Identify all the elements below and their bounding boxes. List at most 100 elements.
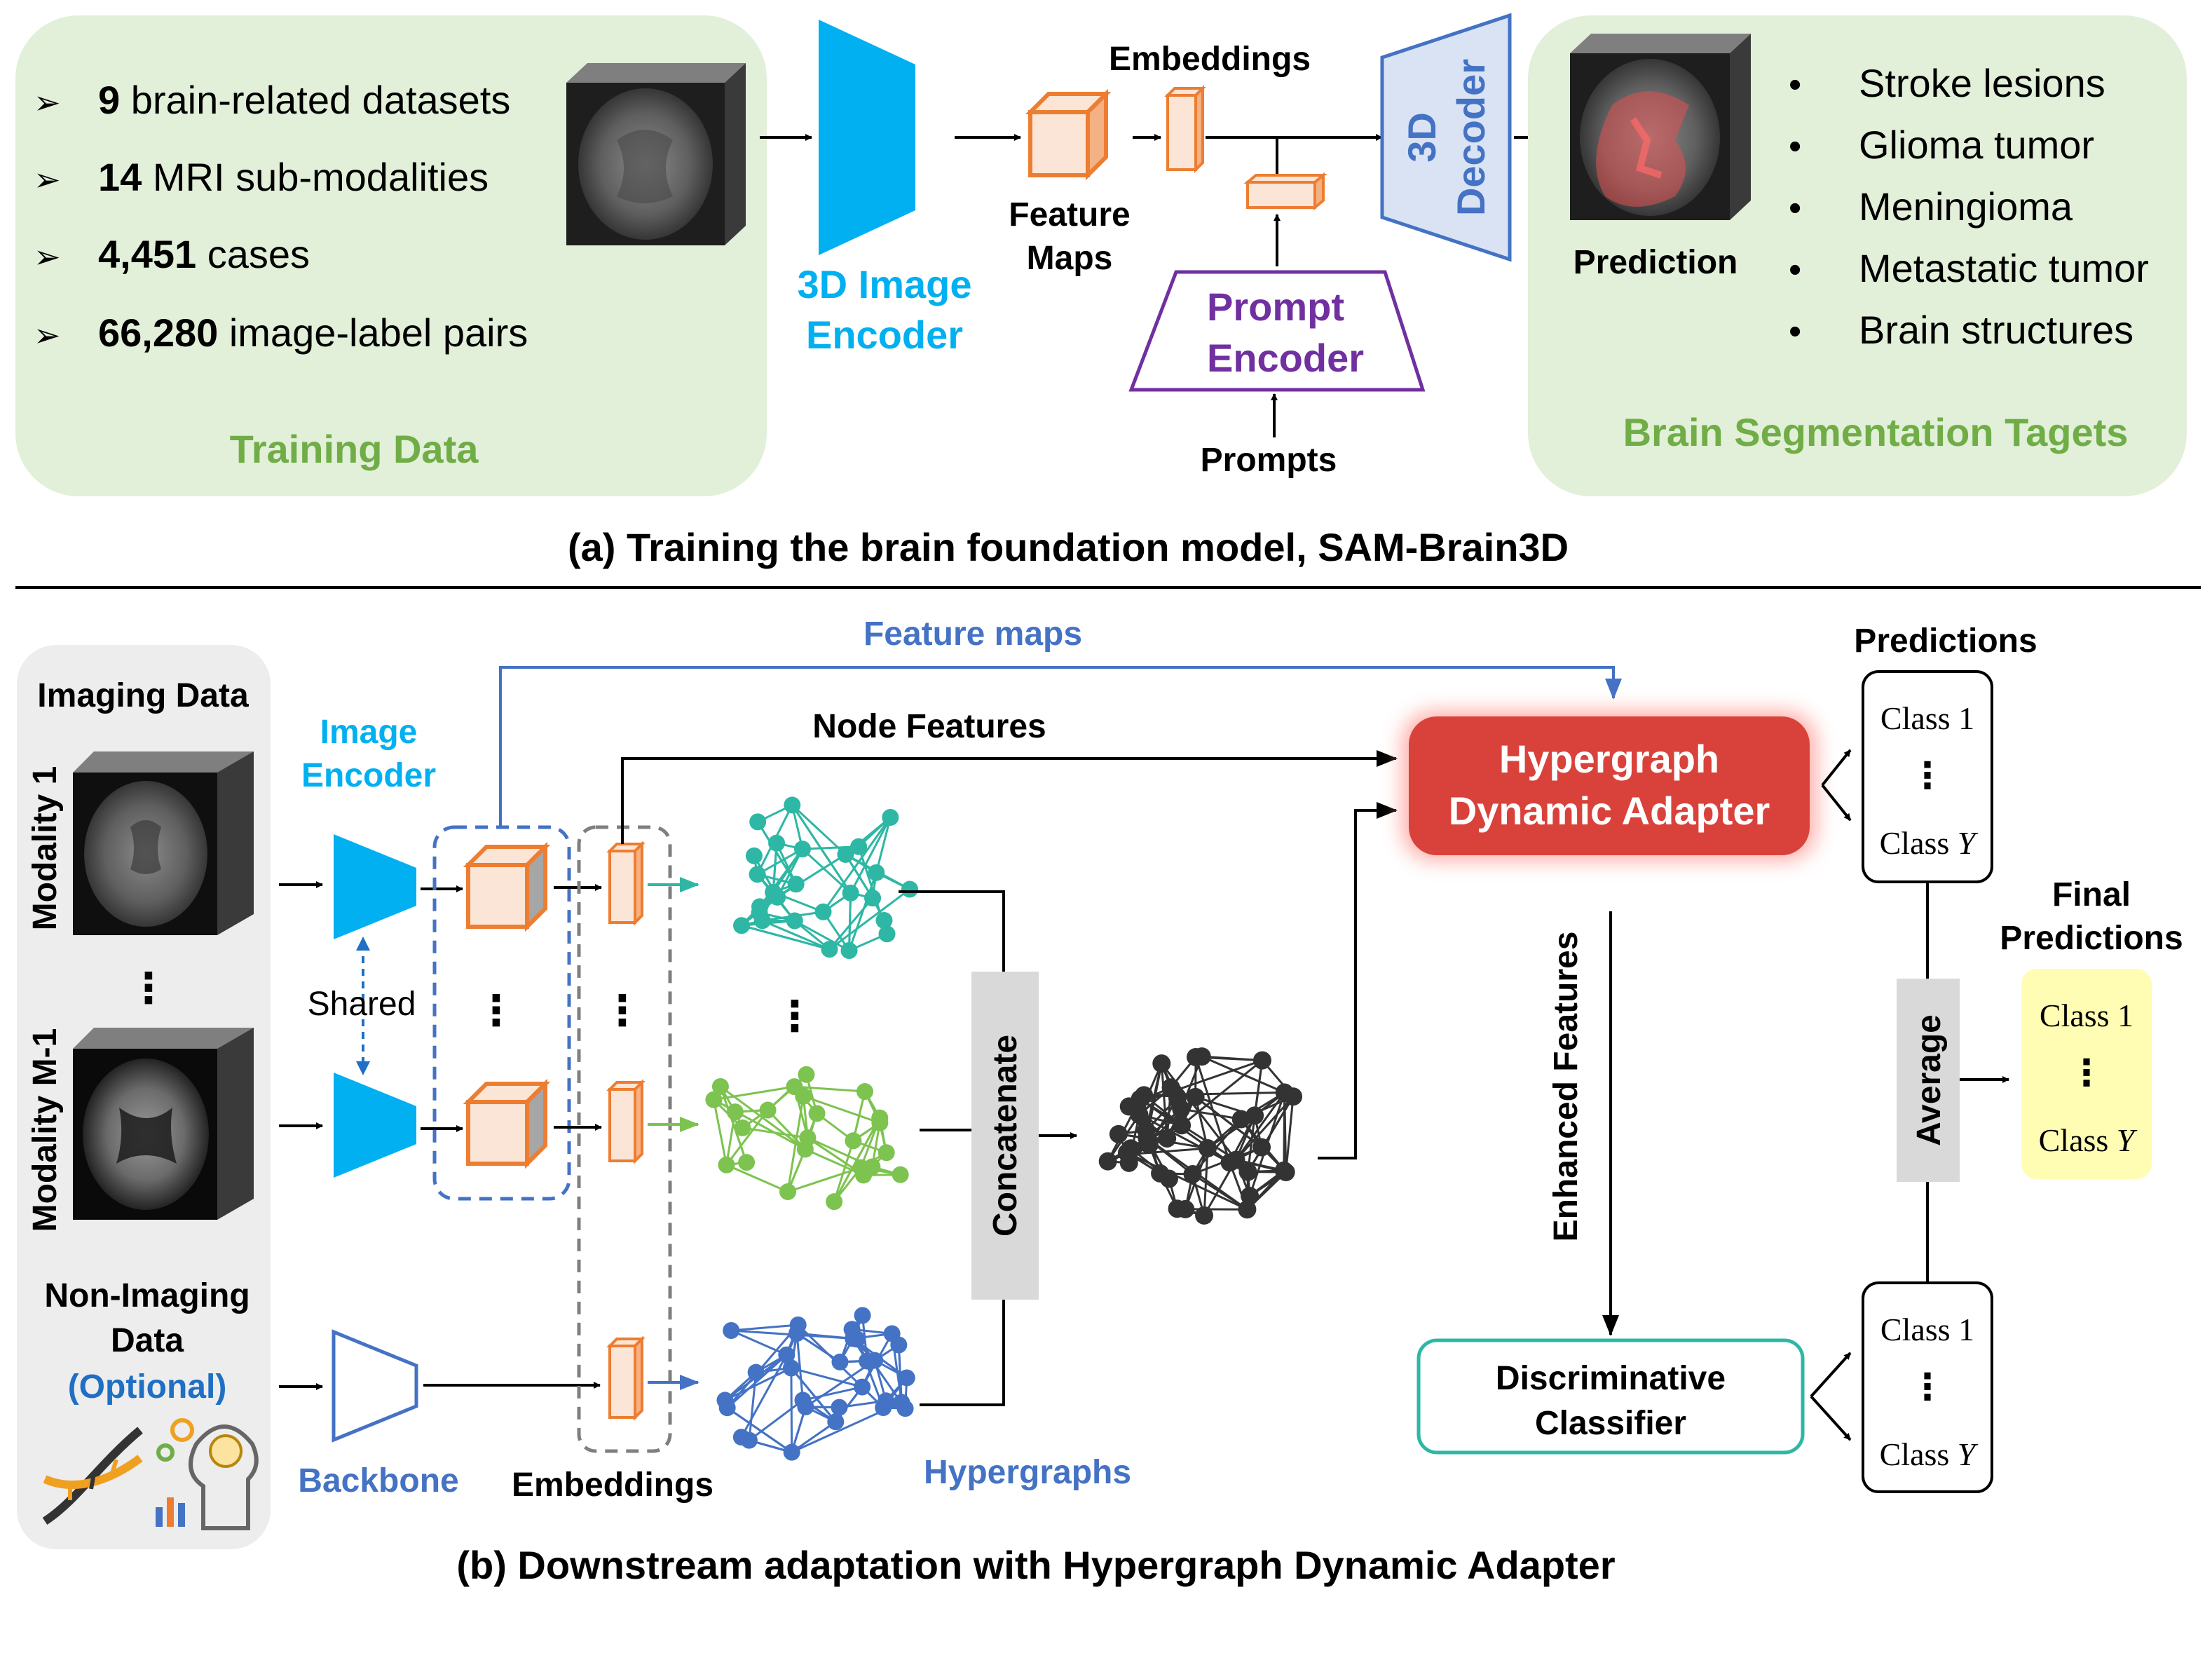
pred-bottom-class-1: Class 1	[1880, 1312, 1974, 1347]
caption-a: (a) Training the brain foundation model,…	[568, 525, 1569, 569]
arrow-adapter-pred-bottom	[1821, 784, 1852, 822]
graph-edge	[726, 1324, 799, 1409]
pred-top-class-1: Class 1	[1880, 700, 1974, 736]
backbone-label: Backbone	[298, 1462, 458, 1499]
input-data-panel: Imaging Data Modality 1 ⋮ Modality M-1 N…	[17, 645, 271, 1549]
graph-node	[878, 1144, 895, 1162]
graph-node	[842, 884, 859, 902]
graph-node	[718, 1156, 735, 1173]
graph-edge	[741, 924, 830, 951]
final-class-1: Class 1	[2040, 998, 2134, 1033]
target-bullet: •	[1789, 188, 1801, 229]
graph-edge	[852, 1091, 866, 1141]
graph-node	[738, 1154, 756, 1171]
target-item: Metastatic tumor	[1859, 246, 2149, 290]
graph-node	[778, 1346, 796, 1363]
graph-node	[782, 1359, 800, 1377]
graph-node	[759, 1101, 777, 1119]
graph-edge	[833, 1140, 854, 1202]
graph-node	[726, 1103, 744, 1121]
training-item: 4,451 cases	[98, 232, 310, 276]
graph-node	[786, 912, 803, 930]
graph-node	[1138, 1129, 1156, 1148]
graph-node	[1159, 1169, 1178, 1188]
graph-edge	[1285, 1096, 1295, 1173]
graph-edge	[794, 1085, 866, 1093]
graph-edge	[767, 1109, 806, 1150]
graph-node	[814, 903, 832, 920]
featuremap-ellipsis: ⋮	[475, 987, 517, 1034]
feature-maps-arrow	[499, 666, 1622, 827]
graph-edge	[725, 1111, 737, 1166]
training-item-text: brain-related datasets	[120, 78, 510, 122]
graph-node	[723, 1321, 740, 1339]
graph-node	[740, 1431, 758, 1449]
graph-edge	[756, 848, 803, 876]
embeddings-dashed-group	[577, 825, 672, 1453]
feature-maps-label-line2: Maps	[1027, 240, 1113, 277]
modality-1-label: Modality 1	[27, 766, 64, 931]
pred-bottom-class-y-var: Y	[1958, 1436, 1979, 1472]
graph-node	[868, 864, 885, 881]
classifier-label-line1: Discriminative	[1496, 1360, 1726, 1397]
target-item: Stroke lesions	[1859, 61, 2105, 105]
graph-node	[837, 845, 854, 863]
graph-node	[892, 1166, 909, 1183]
graph-node	[1252, 1138, 1271, 1157]
graph-node	[1245, 1106, 1264, 1125]
pred-top-class-y-var: Y	[1958, 825, 1979, 861]
embedding-bar-top	[606, 841, 646, 926]
graph-edge	[726, 1354, 788, 1409]
prompts-label: Prompts	[1201, 442, 1337, 479]
prediction-cube	[1570, 34, 1751, 220]
graph-node	[883, 1325, 901, 1342]
hypergraph-dynamic-adapter: Hypergraph Dynamic Adapter	[1402, 711, 1817, 861]
graph-edge	[1247, 1115, 1256, 1172]
graph-node	[768, 834, 786, 852]
3d-image-encoder: 3D Image Encoder	[798, 20, 972, 357]
graph-node	[850, 838, 868, 855]
embedding-bar-middle	[606, 1079, 646, 1164]
target-bullet: •	[1789, 250, 1801, 290]
target-item: Glioma tumor	[1859, 123, 2094, 167]
graph-node	[745, 847, 763, 864]
predictions-box-adapter: Class 1 ⋮ Class Y	[1862, 670, 1993, 883]
graph-ellipsis: ⋮	[774, 993, 816, 1040]
graph-node	[749, 866, 766, 883]
graph-node	[779, 1183, 796, 1201]
graph-edge	[1253, 1060, 1264, 1116]
graph-edge	[794, 920, 850, 952]
prompt-embedding	[1243, 172, 1327, 211]
graph-node	[705, 1091, 723, 1108]
hypergraph-green	[705, 1066, 909, 1211]
training-bullet: ➢	[34, 84, 61, 121]
average-label: Average	[1911, 1014, 1948, 1146]
graph-node	[893, 1394, 910, 1411]
3d-decoder: 3D Decoder	[1380, 13, 1512, 262]
graph-node	[747, 1363, 765, 1381]
image-encoder-bottom	[334, 1073, 416, 1178]
graph-node	[796, 1141, 814, 1158]
target-item: Meningioma	[1859, 184, 2073, 229]
graph-node	[1241, 1186, 1259, 1205]
graph-node	[1186, 1087, 1205, 1106]
prompt-encoder-label-line2: Encoder	[1207, 336, 1364, 380]
graph-edge	[791, 1367, 863, 1389]
graph-node	[866, 1352, 884, 1369]
pred-bottom-ellipsis: ⋮	[1909, 1367, 1946, 1408]
pred-bottom-class-y-prefix: Class	[1880, 1436, 1958, 1472]
connector-graph3-concat	[920, 1300, 1005, 1406]
graph-edge	[712, 1099, 728, 1166]
training-data-title: Training Data	[230, 427, 479, 471]
graph-edge	[828, 888, 910, 951]
graph-edge	[822, 817, 892, 913]
backbone-block	[332, 1329, 418, 1443]
graph-node	[826, 1193, 843, 1211]
graph-node	[1275, 1083, 1294, 1102]
graph-node	[864, 890, 882, 907]
pred-top-class-y: Class Y	[1880, 825, 1979, 861]
final-class-y-var: Y	[2117, 1122, 2138, 1158]
graph-node	[898, 1369, 915, 1387]
modality-m1-label: Modality M-1	[27, 1028, 64, 1232]
graph-node	[845, 1132, 862, 1150]
